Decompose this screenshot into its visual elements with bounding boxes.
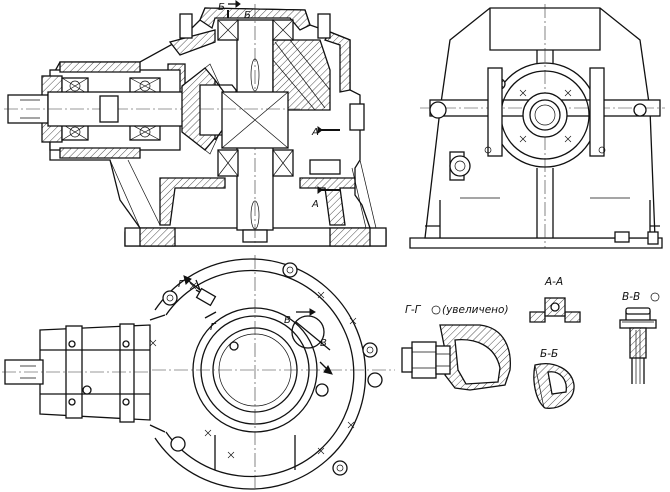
mark-v-upper: В: [284, 315, 291, 326]
section-aa-title: А-А: [544, 276, 563, 288]
side-view: [409, 4, 665, 249]
mark-b-top: Б: [218, 2, 225, 13]
mark-g-upper: Г: [178, 279, 185, 290]
mark-g-lower: Г: [210, 322, 217, 333]
section-gg-title: Г-Г: [405, 304, 422, 316]
section-vv-title: В-В: [622, 291, 640, 303]
plan-view: [2, 255, 395, 490]
mark-v-lower: В: [320, 338, 327, 349]
front-section-view: [4, 0, 387, 247]
section-gg-view: [401, 305, 511, 391]
section-bb-view: [533, 363, 575, 409]
mark-b-inner: Б: [244, 10, 251, 21]
section-gg-note: (увеличено): [442, 304, 509, 316]
mark-a-lower: А: [311, 199, 319, 210]
section-aa-view: [529, 297, 581, 323]
section-vv-view: [619, 292, 660, 384]
section-bb-title: Б-Б: [540, 348, 558, 360]
mark-a-upper: А: [311, 127, 319, 138]
